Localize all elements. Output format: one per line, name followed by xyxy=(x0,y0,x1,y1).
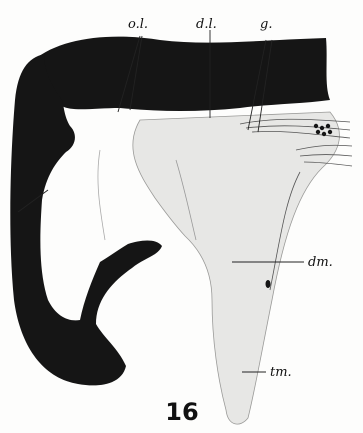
label-ol: o.l. xyxy=(128,18,148,31)
dark-band xyxy=(34,37,330,111)
label-g: g. xyxy=(260,18,272,31)
node-mark xyxy=(266,280,271,288)
label-tm: tm. xyxy=(270,366,292,379)
label-dm: dm. xyxy=(308,256,333,269)
label-dl: d.l. xyxy=(196,18,217,31)
tissue-edge-inner xyxy=(98,150,105,240)
figure-number: 16 xyxy=(147,400,217,424)
